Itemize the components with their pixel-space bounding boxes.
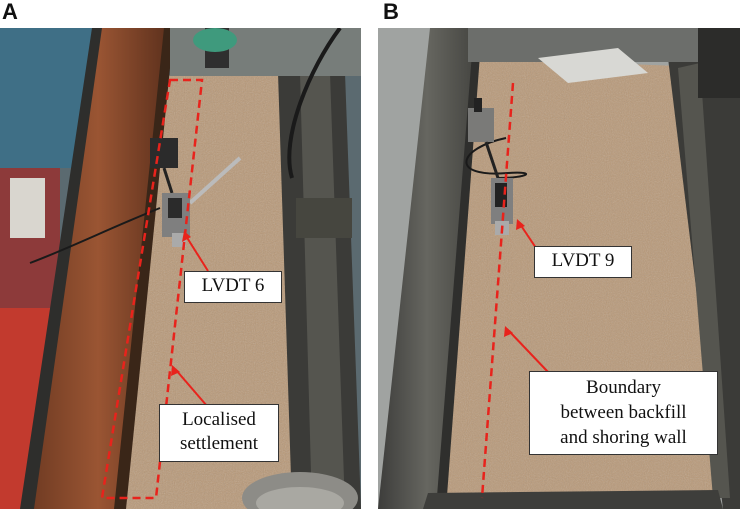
photo-panel-a [0, 28, 361, 509]
photo-a-illustration [0, 28, 361, 509]
localised-settlement-line-1: Localised [182, 409, 256, 430]
lvdt-9-text: LVDT 9 [551, 250, 615, 271]
panel-letter-a: A [2, 0, 18, 24]
boundary-line-2: between backfill [560, 402, 687, 423]
lvdt-9-label: LVDT 9 [534, 246, 632, 278]
boundary-label: Boundary between backfill and shoring wa… [529, 371, 718, 455]
boundary-line-3: and shoring wall [560, 427, 687, 448]
localised-settlement-label: Localised settlement [159, 404, 279, 462]
boundary-line-1: Boundary [586, 377, 661, 398]
lvdt-6-text: LVDT 6 [201, 275, 265, 296]
localised-settlement-line-2: settlement [179, 433, 259, 454]
panel-letter-b: B [383, 0, 399, 24]
lvdt-6-label: LVDT 6 [184, 271, 282, 303]
